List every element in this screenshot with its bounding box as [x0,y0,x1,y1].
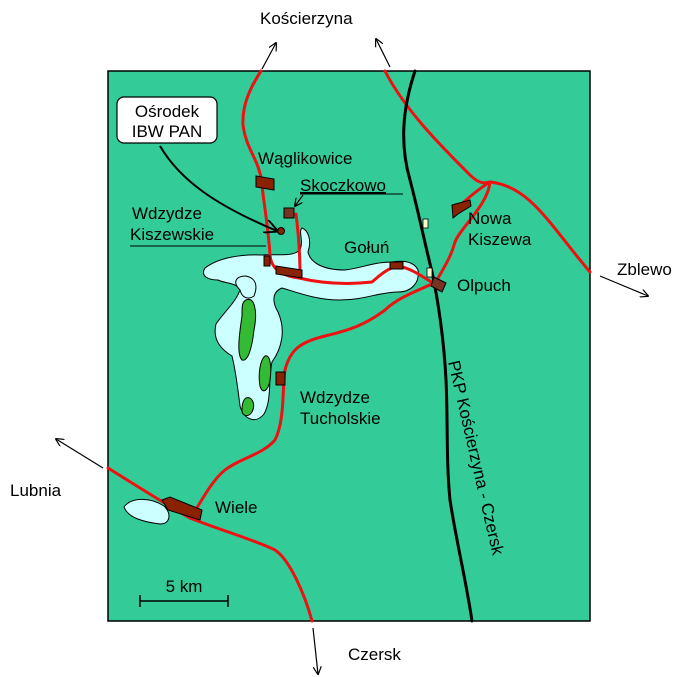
road-wdzydze-east [294,212,302,277]
island-middle [258,355,272,392]
road-zblewo [453,180,592,274]
villages [161,175,472,521]
map-area [107,70,591,622]
arrow-north-east [376,39,391,68]
lake-system [123,227,419,525]
research-station-label-line1: Ośrodek [135,102,200,121]
lake-bay-west [235,275,257,299]
label-wdzydze-kiszewskie-line1: Wdzydze [132,204,202,223]
label-nowa-kiszewa-line1: Nowa [468,209,512,228]
destination-west: Lubnia [10,481,62,500]
village-olpuch [430,276,447,293]
island-south [241,397,255,417]
label-golun: Gołuń [344,238,389,257]
village-skoczkowo [283,207,295,219]
lake-wiele [123,498,170,525]
road-south-czersk [188,516,314,623]
label-wiele: Wiele [215,498,258,517]
label-wdzydze-tucholskie-line2: Tucholskie [300,409,381,428]
lake-wdzydze-main [203,227,419,421]
village-wdzydze-kiszewskie-west [263,255,271,267]
research-station-marker [277,227,285,235]
research-station-box [116,96,218,144]
research-station-pointer [159,145,277,231]
skoczkowo-pointer [295,194,304,206]
arrow-north-west [261,43,276,70]
destination-east: Zblewo [617,260,672,279]
arrow-west [56,439,104,469]
arrow-east [599,275,648,296]
road-nowa-kiszewa [434,180,492,284]
label-wdzydze-tucholskie-line1: Wdzydze [300,388,370,407]
railway-line [402,69,474,623]
village-nowa-kiszewa [451,199,472,219]
destination-north: Kościerzyna [260,9,353,28]
scale-bar: 5 km [139,577,229,607]
arrow-south [312,627,318,674]
village-wdzydze-tucholskie [275,371,286,386]
islands [238,298,272,417]
island-large [238,298,257,361]
road-northeast [383,69,492,185]
scale-bar-label: 5 km [166,577,203,596]
station-marker-north [422,218,429,229]
label-nowa-kiszewa-line2: Kiszewa [468,230,532,249]
village-golun [389,261,404,270]
label-wdzydze-kiszewskie-line2: Kiszewskie [130,225,214,244]
label-olpuch: Olpuch [457,276,511,295]
station-marker-olpuch [426,267,433,278]
label-waglikowice: Wąglikowice [258,149,352,168]
village-wiele [161,496,203,521]
research-station-label-line2: IBW PAN [132,122,203,141]
village-waglikowice [255,175,275,191]
destination-south: Czersk [348,645,401,664]
road-olpuch-wdzydze-tucholskie [188,280,438,520]
village-wdzydze-kiszewskie [275,265,303,279]
label-skoczkowo: Skoczkowo [300,176,386,195]
